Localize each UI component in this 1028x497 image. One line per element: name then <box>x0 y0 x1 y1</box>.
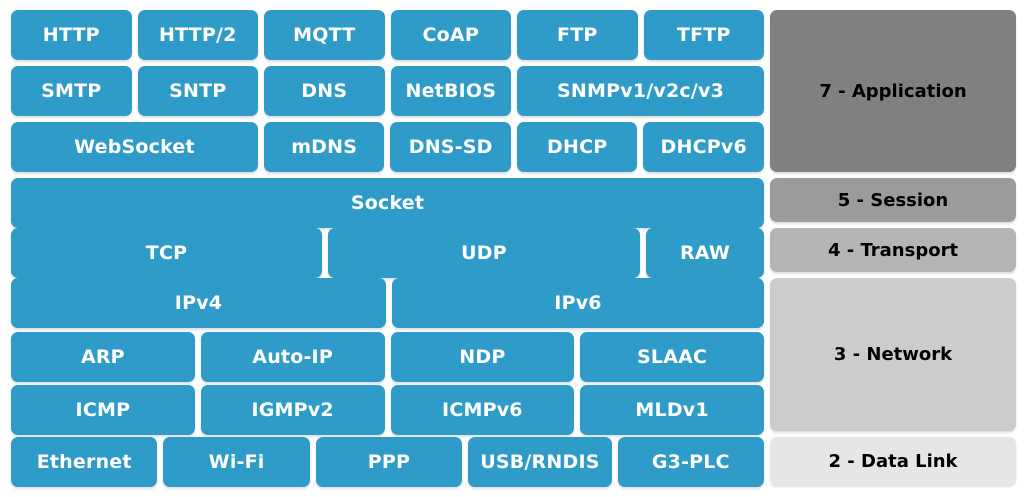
protocol-cell-coap[interactable]: CoAP <box>390 10 511 60</box>
protocol-cell-auto-ip[interactable]: Auto-IP <box>200 332 385 382</box>
protocol-cell-dns-sd[interactable]: DNS-SD <box>390 122 511 172</box>
protocol-cell-wifi[interactable]: Wi-Fi <box>163 437 310 487</box>
protocol-cell-usb-rndis[interactable]: USB/RNDIS <box>468 437 612 487</box>
protocol-cell-ethernet[interactable]: Ethernet <box>11 437 158 487</box>
protocol-cell-raw[interactable]: RAW <box>646 228 764 278</box>
protocol-cell-g3-plc[interactable]: G3-PLC <box>617 437 765 487</box>
protocol-cell-dhcp[interactable]: DHCP <box>516 122 638 172</box>
protocol-cell-websocket[interactable]: WebSocket <box>11 122 258 172</box>
protocol-cell-mdns[interactable]: mDNS <box>263 122 385 172</box>
protocol-cell-igmpv2[interactable]: IGMPv2 <box>200 385 385 435</box>
protocol-row-session: Socket <box>11 178 764 228</box>
protocol-cell-arp[interactable]: ARP <box>11 332 195 382</box>
protocol-cell-slaac[interactable]: SLAAC <box>580 332 764 382</box>
protocol-cell-udp[interactable]: UDP <box>328 228 640 278</box>
protocol-row-network-1: IPv4 IPv6 <box>11 278 764 328</box>
protocol-cell-ppp[interactable]: PPP <box>315 437 463 487</box>
osi-layer-datalink: 2 - Data Link <box>770 437 1016 485</box>
protocol-cell-dhcpv6[interactable]: DHCPv6 <box>643 122 764 172</box>
osi-layer-session: 5 - Session <box>770 178 1016 222</box>
protocol-cell-snmp[interactable]: SNMPv1/v2c/v3 <box>517 66 764 116</box>
protocol-row-application-3: WebSocket mDNS DNS-SD DHCP DHCPv6 <box>11 122 764 172</box>
protocol-cell-ftp[interactable]: FTP <box>517 10 638 60</box>
protocol-cell-smtp[interactable]: SMTP <box>11 66 132 116</box>
protocol-row-network-3: ICMP IGMPv2 ICMPv6 MLDv1 <box>11 385 764 435</box>
protocol-row-transport: TCP UDP RAW <box>11 228 764 278</box>
protocol-cell-ipv4[interactable]: IPv4 <box>11 278 386 328</box>
protocol-cell-icmpv6[interactable]: ICMPv6 <box>390 385 575 435</box>
protocol-cell-ndp[interactable]: NDP <box>390 332 575 382</box>
protocol-cell-mqtt[interactable]: MQTT <box>264 10 385 60</box>
protocol-row-application-2: SMTP SNTP DNS NetBIOS SNMPv1/v2c/v3 <box>11 66 764 116</box>
protocol-cell-tcp[interactable]: TCP <box>11 228 322 278</box>
protocol-cell-ipv6[interactable]: IPv6 <box>392 278 764 328</box>
protocol-cell-mldv1[interactable]: MLDv1 <box>580 385 764 435</box>
protocol-cell-http[interactable]: HTTP <box>11 10 132 60</box>
osi-layer-network: 3 - Network <box>770 278 1016 431</box>
osi-layer-transport: 4 - Transport <box>770 228 1016 272</box>
protocol-cell-sntp[interactable]: SNTP <box>137 66 259 116</box>
protocol-cell-icmp[interactable]: ICMP <box>11 385 195 435</box>
protocol-row-datalink: Ethernet Wi-Fi PPP USB/RNDIS G3-PLC <box>11 437 765 487</box>
protocol-cell-netbios[interactable]: NetBIOS <box>390 66 512 116</box>
protocol-row-application-1: HTTP HTTP/2 MQTT CoAP FTP TFTP <box>11 10 764 60</box>
protocol-cell-dns[interactable]: DNS <box>264 66 385 116</box>
protocol-cell-socket[interactable]: Socket <box>11 178 764 228</box>
protocol-cell-http2[interactable]: HTTP/2 <box>137 10 258 60</box>
osi-layer-application: 7 - Application <box>770 10 1016 172</box>
protocol-cell-tftp[interactable]: TFTP <box>643 10 764 60</box>
protocol-row-network-2: ARP Auto-IP NDP SLAAC <box>11 332 764 382</box>
